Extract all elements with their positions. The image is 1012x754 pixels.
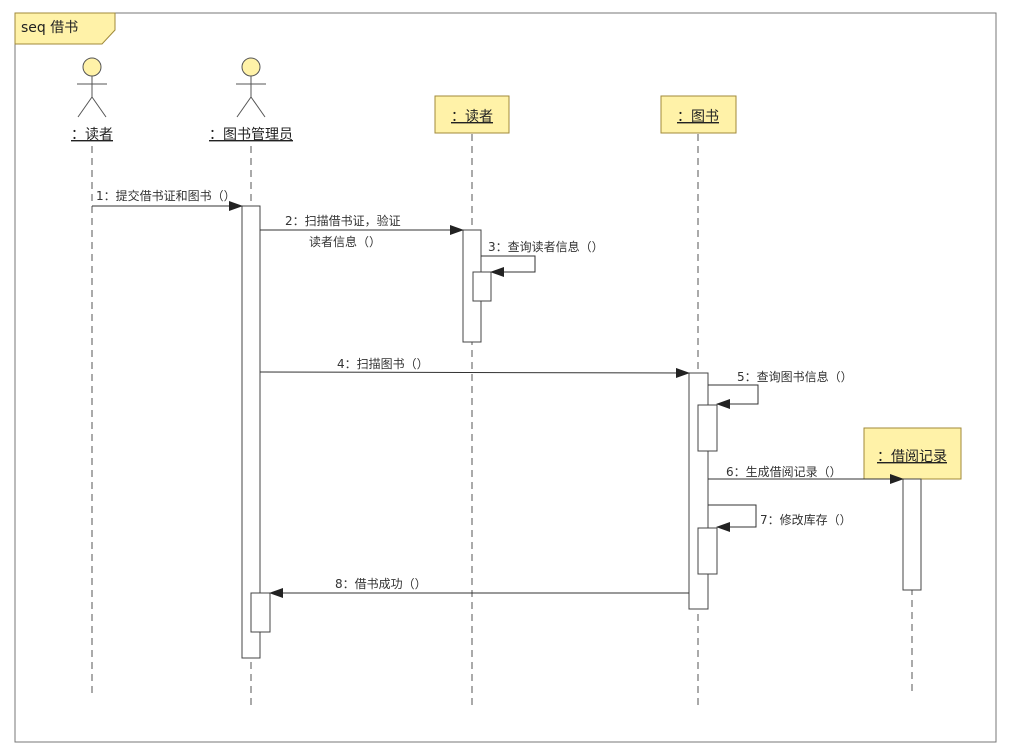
frame-border — [14, 12, 997, 743]
message-4-arrow — [259, 367, 690, 378]
object-book-box — [660, 95, 737, 134]
message-3-label: 3：查询读者信息（） — [488, 239, 604, 254]
activation-book-query — [697, 404, 718, 452]
message-2-label-line2: 读者信息（） — [309, 234, 381, 249]
actor-librarian-label: ：图书管理员 — [209, 127, 293, 143]
frame-label: seq 借书 — [21, 20, 78, 36]
activation-borrow-record — [902, 478, 922, 591]
message-7-label: 7：修改库存（） — [760, 512, 852, 527]
object-borrow-record-label: ：借阅记录 — [877, 449, 947, 465]
object-book-label: ：图书 — [677, 109, 719, 125]
message-1-label: 1：提交借书证和图书（） — [96, 188, 236, 203]
actor-reader-label: ：读者 — [71, 126, 113, 143]
activation-reader-self — [472, 271, 492, 302]
message-4-label: 4：扫描图书（） — [337, 357, 429, 371]
actor-head-icon — [241, 57, 261, 77]
message-8-label: 8：借书成功（） — [335, 577, 427, 591]
object-reader-label: ：读者 — [451, 108, 493, 125]
message-7-arrow — [708, 504, 757, 532]
actor-head-icon — [82, 57, 102, 77]
message-5-arrow — [708, 384, 759, 409]
message-5-label: 5：查询图书信息（） — [737, 369, 853, 384]
activation-librarian — [241, 205, 261, 659]
activation-book-stock — [697, 527, 718, 575]
activation-librarian-return — [250, 592, 271, 633]
object-borrow-record-box — [863, 427, 962, 480]
message-6-label: 6：生成借阅记录（） — [726, 465, 842, 479]
object-reader-box — [434, 95, 510, 134]
actor-reader: ：读者 — [71, 57, 113, 143]
message-3-arrow — [481, 255, 536, 277]
message-2-label: 2：扫描借书证，验证 — [285, 213, 401, 228]
actor-librarian: ：图书管理员 — [209, 57, 293, 143]
frame-tab — [14, 12, 116, 45]
